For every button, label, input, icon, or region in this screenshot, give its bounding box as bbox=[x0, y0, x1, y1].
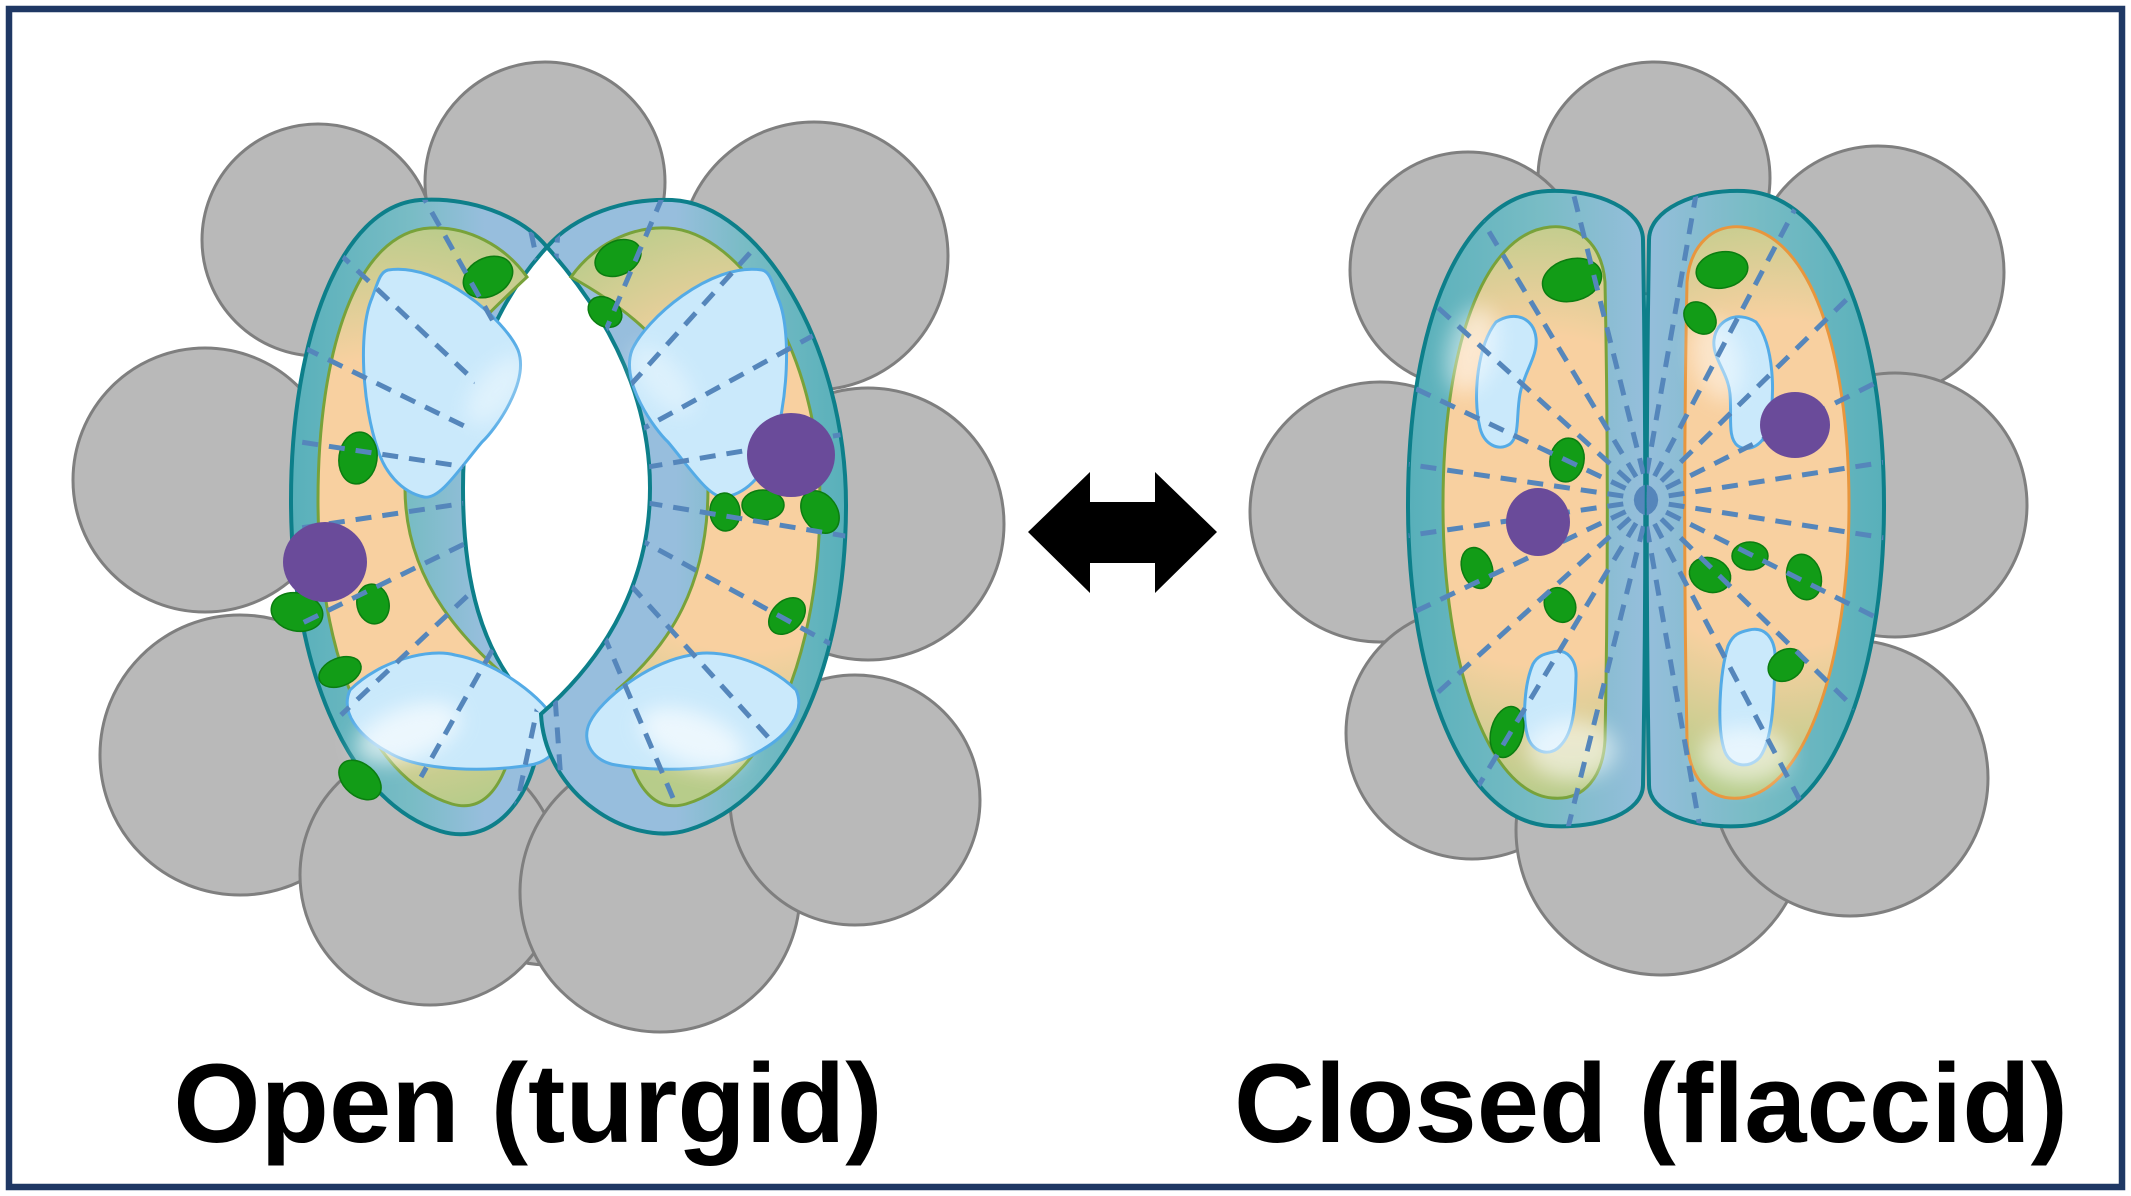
microfibril-lines bbox=[1646, 190, 1884, 827]
chloroplast bbox=[587, 295, 623, 329]
nucleus bbox=[747, 413, 835, 497]
chloroplast bbox=[338, 431, 378, 485]
microfibril-line bbox=[1408, 498, 1646, 737]
microfibril-line bbox=[1646, 499, 1706, 827]
highlight-glow bbox=[465, 355, 529, 425]
microfibril-line bbox=[1562, 499, 1646, 827]
guard-cell-right bbox=[538, 197, 849, 836]
microfibril-line bbox=[1646, 190, 1808, 502]
nucleus bbox=[283, 522, 367, 602]
microfibril-line bbox=[1646, 498, 1884, 747]
microfibril-line bbox=[1646, 443, 1884, 503]
guard-cell-left bbox=[270, 197, 561, 837]
closed-stoma-panel: Closed (flaccid) bbox=[1234, 60, 2068, 1166]
chloroplast bbox=[1460, 546, 1494, 590]
figure-border bbox=[5, 5, 2126, 1191]
chloroplast bbox=[1688, 556, 1732, 594]
microfibril-line bbox=[1646, 190, 1706, 501]
microfibril-line bbox=[1467, 498, 1646, 802]
open-stoma-panel: Open (turgid) bbox=[71, 60, 1006, 1166]
highlight-glow bbox=[1700, 727, 1790, 783]
chloroplast bbox=[1695, 250, 1749, 290]
microfibril-line bbox=[1408, 347, 1646, 503]
double-arrow-icon bbox=[1028, 472, 1217, 593]
chloroplast bbox=[1543, 586, 1577, 624]
microfibril-line bbox=[1408, 497, 1646, 554]
closed-state-label: Closed (flaccid) bbox=[1234, 1041, 2068, 1166]
microfibril-line bbox=[1646, 497, 1884, 557]
microfibril-line bbox=[1467, 198, 1646, 502]
microfibril-line bbox=[512, 484, 547, 814]
microfibril-line bbox=[1646, 253, 1884, 502]
microfibril-line bbox=[1408, 446, 1646, 503]
microfibril-lines bbox=[1408, 190, 1646, 827]
microfibril-line bbox=[1408, 497, 1646, 653]
guard-cell-right bbox=[1644, 188, 1887, 829]
microfibril-line bbox=[1646, 497, 1884, 660]
chloroplast bbox=[318, 655, 362, 689]
microfibril-line bbox=[1646, 498, 1808, 812]
nucleus bbox=[1506, 488, 1570, 556]
vacuole bbox=[361, 267, 522, 499]
guard-cell-left bbox=[1405, 188, 1648, 829]
highlight-glow bbox=[639, 707, 745, 769]
microfibril-line bbox=[1408, 263, 1646, 502]
chloroplast bbox=[338, 759, 382, 801]
chloroplast bbox=[768, 597, 806, 635]
microfibril-line bbox=[1562, 190, 1646, 501]
highlight-glow bbox=[1527, 720, 1617, 780]
chloroplast bbox=[1541, 257, 1603, 303]
chloroplast bbox=[1489, 705, 1525, 759]
nucleus bbox=[1760, 392, 1830, 458]
chloroplast bbox=[1683, 301, 1717, 335]
open-state-label: Open (turgid) bbox=[173, 1041, 882, 1166]
